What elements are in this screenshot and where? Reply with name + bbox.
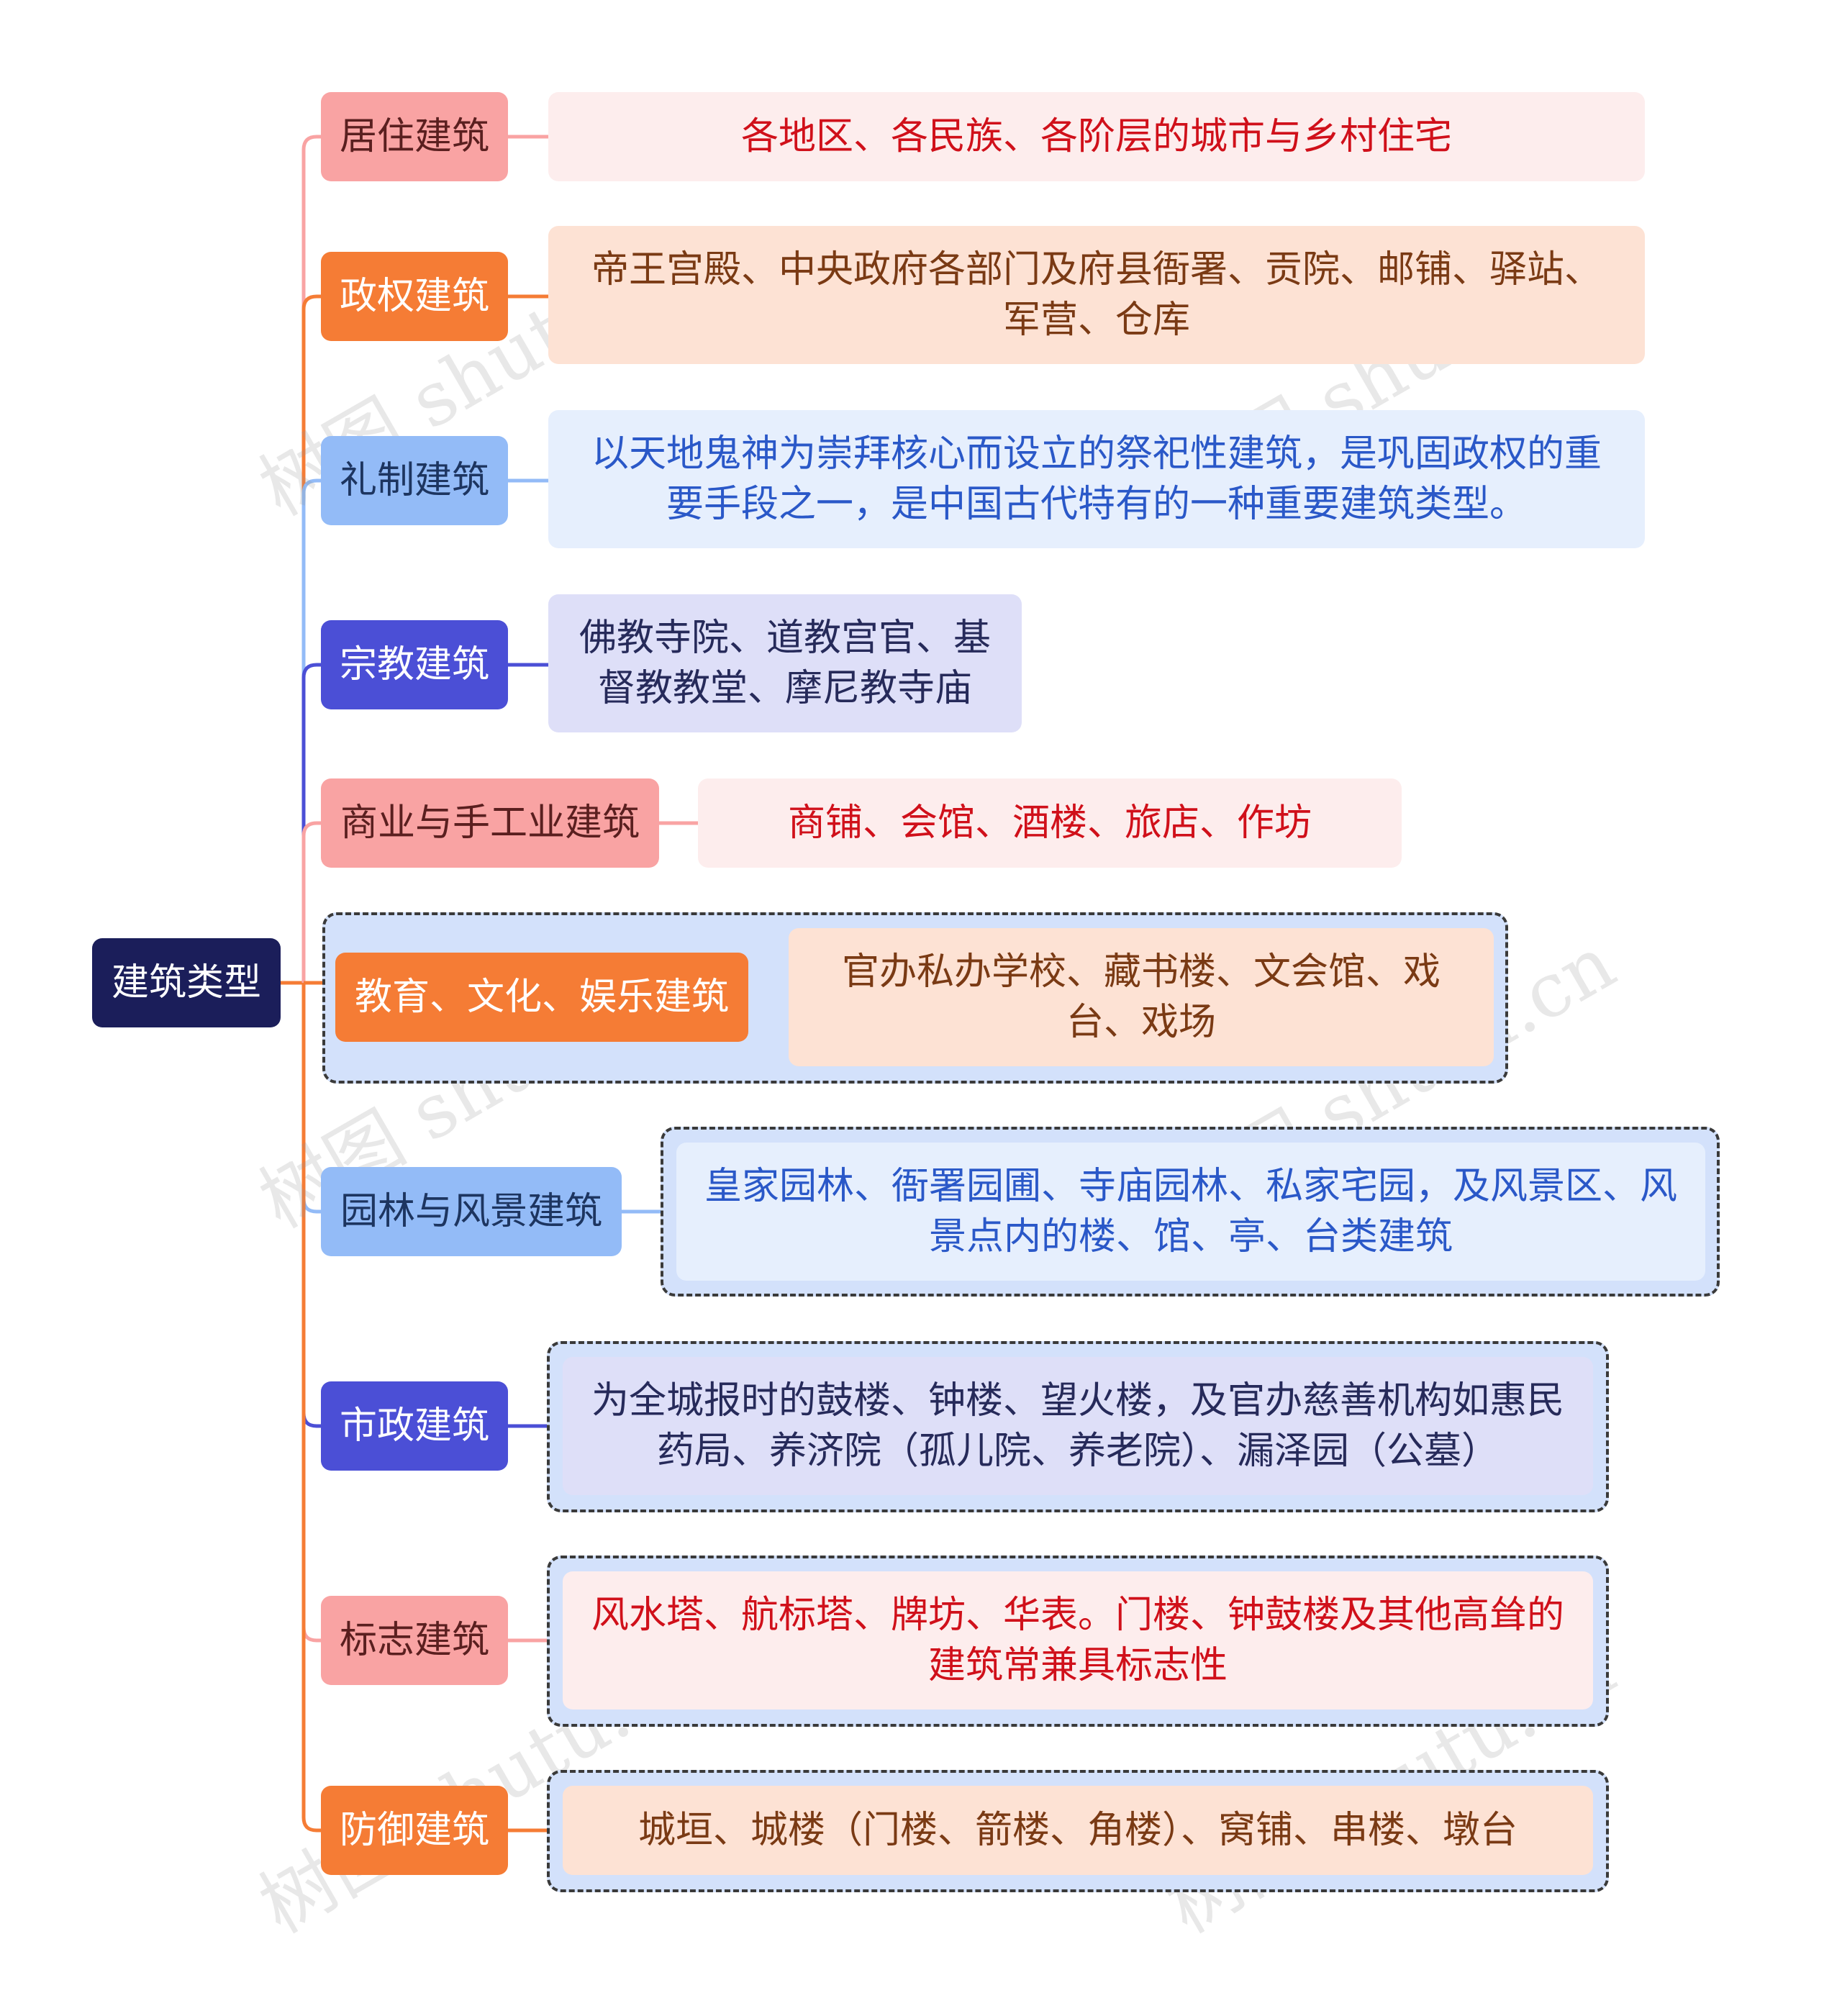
connector <box>301 294 321 983</box>
category-garden[interactable]: 园林与风景建筑 <box>321 1167 622 1256</box>
category-municipal[interactable]: 市政建筑 <box>321 1381 508 1471</box>
category-religious[interactable]: 宗教建筑 <box>321 620 508 709</box>
detail-landmark[interactable]: 风水塔、航标塔、牌坊、华表。门楼、钟鼓楼及其他高耸的建筑常兼具标志性 <box>563 1571 1593 1709</box>
detail-garden[interactable]: 皇家园林、衙署园圃、寺庙园林、私家宅园，及风景区、风景点内的楼、馆、亭、台类建筑 <box>676 1143 1705 1281</box>
detail-religious[interactable]: 佛教寺院、道教宫官、基督教教堂、摩尼教寺庙 <box>548 594 1022 732</box>
root-node[interactable]: 建筑类型 <box>92 938 281 1027</box>
connector <box>301 983 321 1643</box>
detail-political[interactable]: 帝王宫殿、中央政府各部门及府县衙署、贡院、邮铺、驿站、军营、仓库 <box>548 226 1645 364</box>
connector <box>301 135 321 983</box>
connector <box>301 983 321 1214</box>
detail-defense[interactable]: 城垣、城楼（门楼、箭楼、角楼）、窝铺、串楼、墩台 <box>563 1786 1593 1875</box>
detail-residential[interactable]: 各地区、各民族、各阶层的城市与乡村住宅 <box>548 92 1645 181</box>
category-landmark[interactable]: 标志建筑 <box>321 1596 508 1685</box>
connector <box>301 478 321 983</box>
connector <box>301 983 321 1833</box>
detail-education[interactable]: 官办私办学校、藏书楼、文会馆、戏台、戏场 <box>789 928 1494 1066</box>
detail-commerce[interactable]: 商铺、会馆、酒楼、旅店、作坊 <box>698 778 1402 868</box>
category-defense[interactable]: 防御建筑 <box>321 1786 508 1875</box>
connector <box>301 821 321 983</box>
category-residential[interactable]: 居住建筑 <box>321 92 508 181</box>
detail-ritual[interactable]: 以天地鬼神为崇拜核心而设立的祭祀性建筑，是巩固政权的重要手段之一，是中国古代特有… <box>548 410 1645 548</box>
detail-municipal[interactable]: 为全城报时的鼓楼、钟楼、望火楼，及官办慈善机构如惠民药局、养济院（孤儿院、养老院… <box>563 1357 1593 1495</box>
category-education[interactable]: 教育、文化、娱乐建筑 <box>335 953 748 1042</box>
connector <box>301 663 321 983</box>
category-commerce[interactable]: 商业与手工业建筑 <box>321 778 659 868</box>
category-political[interactable]: 政权建筑 <box>321 252 508 341</box>
category-ritual[interactable]: 礼制建筑 <box>321 436 508 525</box>
